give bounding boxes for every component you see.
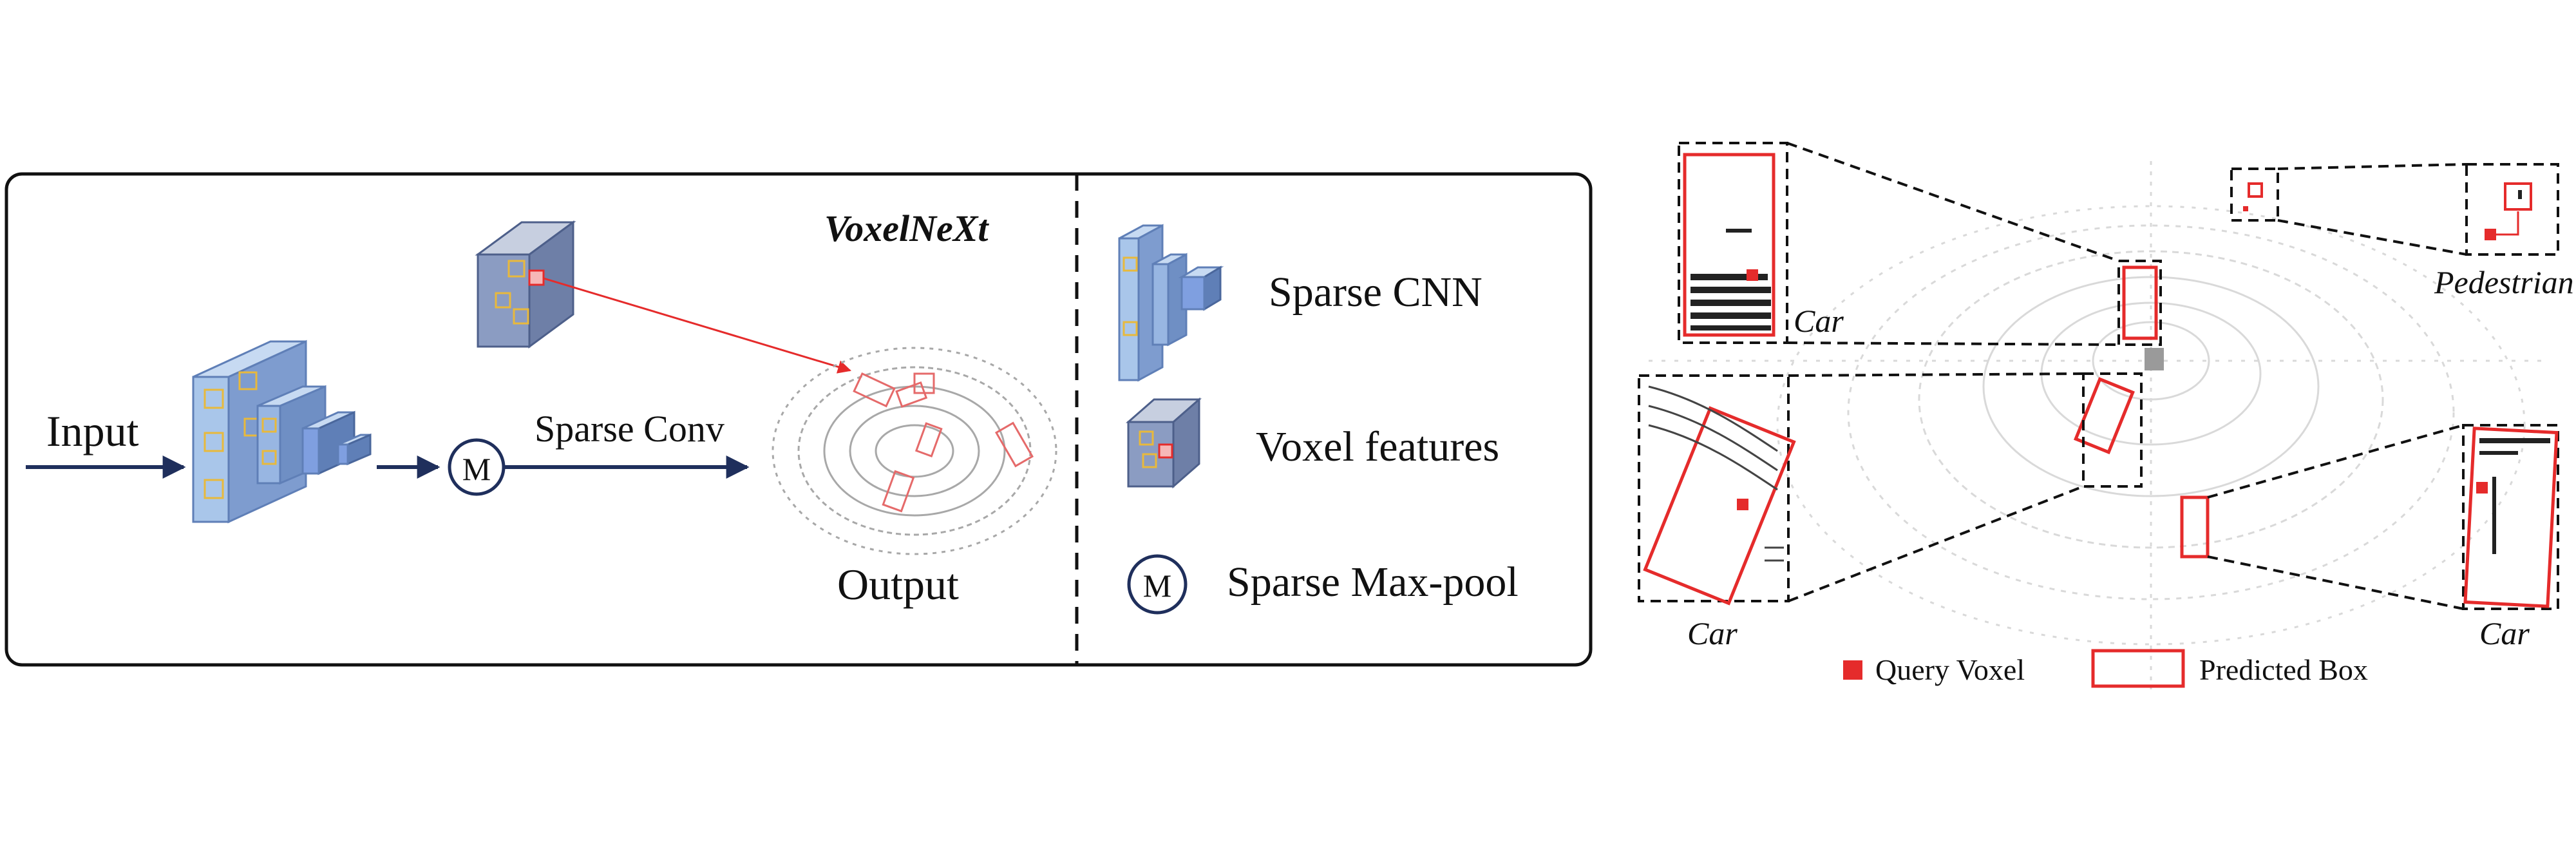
label-car-top-left: Car bbox=[1794, 303, 1844, 339]
sparse-cnn-legend-icon bbox=[1118, 224, 1224, 382]
voxel-features-legend-icon bbox=[1126, 397, 1202, 489]
predicted-box-icon bbox=[2091, 649, 2185, 688]
legend-query-voxel: Query Voxel bbox=[1875, 653, 2025, 686]
legend-sparse-maxpool-label: Sparse Max-pool bbox=[1227, 559, 1519, 606]
inset-bottom-mid bbox=[2082, 372, 2143, 488]
detection-legend: Query Voxel Predicted Box bbox=[1843, 649, 2368, 688]
input-label: Input bbox=[46, 407, 139, 455]
inset-car-top-left bbox=[1683, 153, 1776, 337]
query-voxel-icon bbox=[1843, 660, 1862, 680]
legend-voxel-features-label: Voxel features bbox=[1256, 423, 1499, 470]
label-car-bottom-right: Car bbox=[2479, 615, 2530, 651]
inset-pedestrian bbox=[2243, 182, 2532, 240]
legend-sparse-cnn: Sparse CNN bbox=[1118, 224, 1482, 382]
inset-top-left bbox=[1678, 142, 1788, 344]
inset-bottom-left bbox=[1638, 374, 1790, 602]
output-label: Output bbox=[837, 560, 959, 609]
scene-box-car-top bbox=[2122, 265, 2158, 340]
sparse-cnn-stack bbox=[192, 340, 372, 524]
maxpool-symbol: M bbox=[462, 451, 491, 487]
sparse-conv-label: Sparse Conv bbox=[535, 408, 724, 450]
architecture-panel: VoxelNeXt Input bbox=[5, 172, 1593, 667]
lidar-background bbox=[1649, 161, 2544, 689]
output-point-cloud bbox=[772, 347, 1057, 555]
legend-predicted-box: Predicted Box bbox=[2199, 653, 2368, 686]
legend-maxpool-symbol: M bbox=[1143, 568, 1171, 604]
scene-box-car-right bbox=[2180, 495, 2210, 559]
scene-box-car-left bbox=[2073, 377, 2135, 455]
inset-scene-top bbox=[2117, 260, 2162, 346]
inset-bottom-right bbox=[2462, 424, 2559, 610]
inset-car-bottom-right bbox=[2463, 426, 2559, 608]
label-car-bottom-left: Car bbox=[1687, 615, 1738, 651]
inset-top-right-small bbox=[2230, 168, 2279, 222]
maxpool-legend-icon bbox=[1127, 554, 1188, 615]
voxel-feature-cube bbox=[475, 220, 852, 374]
legend-sparse-cnn-label: Sparse CNN bbox=[1269, 269, 1482, 316]
inset-car-bottom-left bbox=[1643, 385, 1796, 606]
scene-box-pedestrian-top bbox=[2248, 182, 2263, 198]
inset-top-right bbox=[2465, 163, 2559, 256]
detection-panel: Car Pedestrian Car Car Query Voxel Predi… bbox=[1638, 142, 2574, 689]
zoom-connectors bbox=[1786, 142, 2467, 610]
legend-sparse-maxpool: M Sparse Max-pool bbox=[1127, 554, 1519, 615]
maxpool-node: M bbox=[448, 438, 506, 496]
legend-voxel-features: Voxel features bbox=[1126, 397, 1499, 489]
label-pedestrian: Pedestrian bbox=[2434, 264, 2574, 300]
architecture-title: VoxelNeXt bbox=[824, 207, 989, 249]
